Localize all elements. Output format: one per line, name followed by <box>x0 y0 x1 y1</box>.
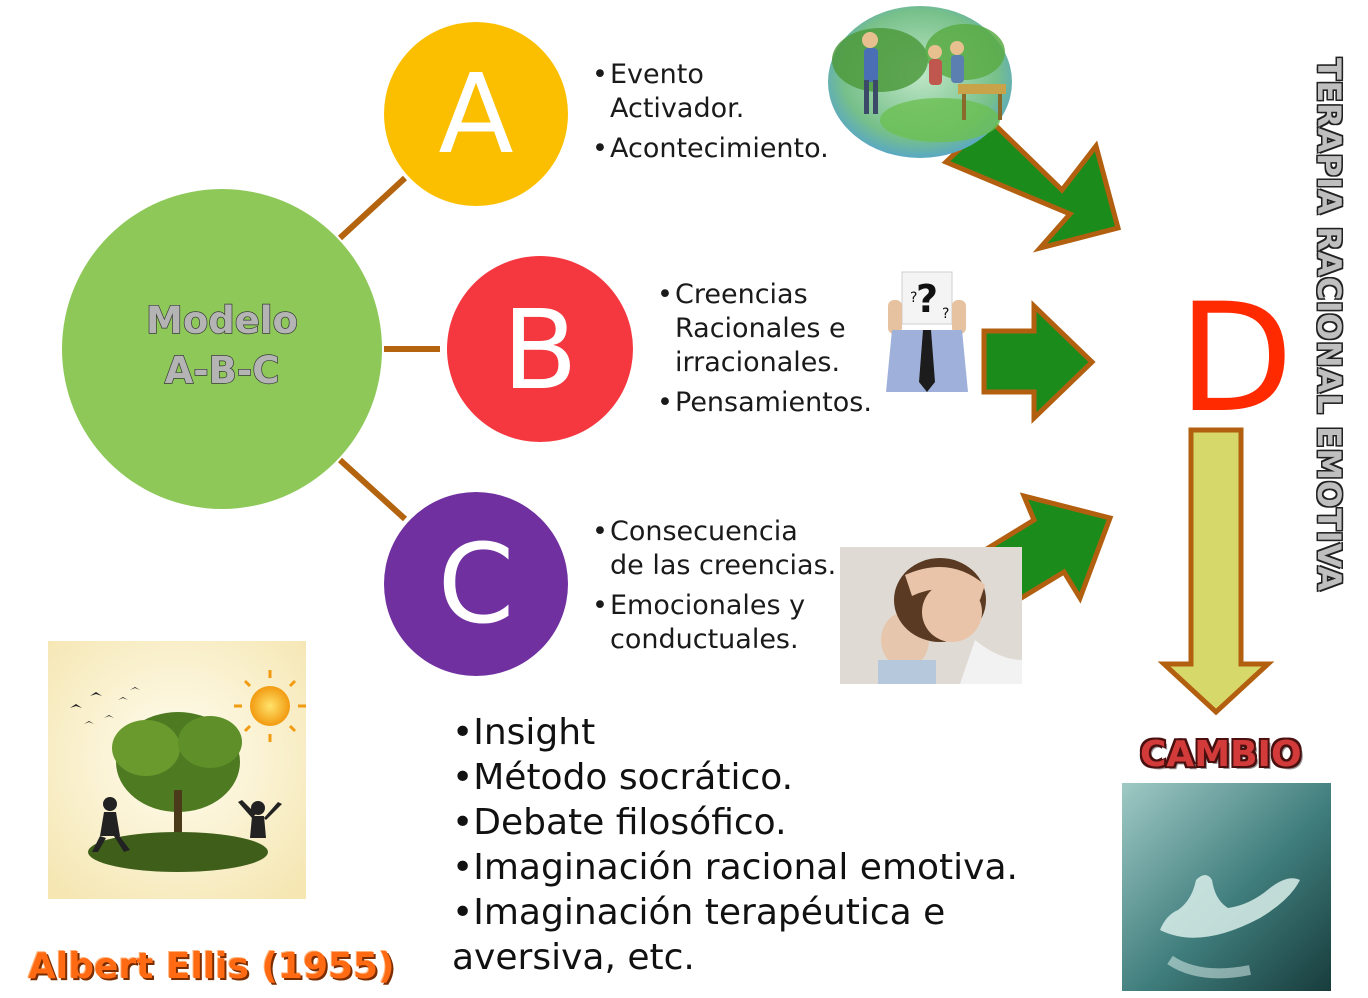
connector-c <box>337 457 408 522</box>
node-c-bullets: Consecuencia de las creencias. Emocional… <box>592 515 878 657</box>
dispute-letter: D <box>1178 272 1294 446</box>
node-c-letter: C <box>438 520 515 648</box>
technique-1: •Insight <box>452 712 596 753</box>
tree-sun-illustration <box>48 641 306 899</box>
svg-text:?: ? <box>910 290 917 306</box>
node-c-circle <box>384 492 568 676</box>
arrow-d-to-cambio <box>1157 427 1275 716</box>
hub-label-line2: A-B-C <box>165 349 280 392</box>
arrow-a-to-d <box>941 116 1122 253</box>
technique-4: •Imaginación racional emotiva. <box>452 847 1018 888</box>
result-label: CAMBIO <box>1140 734 1302 775</box>
node-b-circle <box>447 256 633 442</box>
node-b-bullet-2: Pensamientos. <box>657 386 893 420</box>
connector-a <box>337 175 408 241</box>
svg-text:?: ? <box>942 306 949 322</box>
node-b-letter: B <box>502 286 577 414</box>
hub-label-line1: Modelo <box>146 299 298 342</box>
worried-woman-photo <box>840 547 1022 684</box>
node-c-bullet-1: Consecuencia de las creencias. <box>592 515 840 583</box>
technique-3: •Debate filosófico. <box>452 802 787 843</box>
node-a-letter: A <box>438 50 513 178</box>
node-a-bullet-1: Evento Activador. <box>592 58 780 126</box>
node-a-bullet-2: Acontecimiento. <box>592 132 882 166</box>
node-b-bullets: Creencias Racionales e irracionales. Pen… <box>657 278 893 420</box>
hub-circle <box>62 189 382 509</box>
author-credit: Albert Ellis (1955) <box>28 946 395 987</box>
svg-text:?: ? <box>916 277 938 321</box>
side-title: TERAPIA RACIONAL EMOTIVA <box>1310 58 1348 592</box>
technique-2: •Método socrático. <box>452 757 794 798</box>
question-mark-sign-person: ? ? ? <box>886 271 968 392</box>
node-b-bullet-1: Creencias Racionales e irracionales. <box>657 278 893 380</box>
node-a-circle <box>384 22 568 206</box>
node-c-bullet-2: Emocionales y conductuales. <box>592 589 846 657</box>
node-a-bullets: Evento Activador. Acontecimiento. <box>592 58 882 166</box>
arrow-b-to-d <box>981 300 1096 424</box>
park-scene-illustration <box>828 6 1012 158</box>
techniques-list: •Insight •Método socrático. •Debate filo… <box>452 710 1092 980</box>
technique-5: •Imaginación terapéutica e aversiva, etc… <box>452 892 946 978</box>
open-hand-photo <box>1122 783 1331 991</box>
